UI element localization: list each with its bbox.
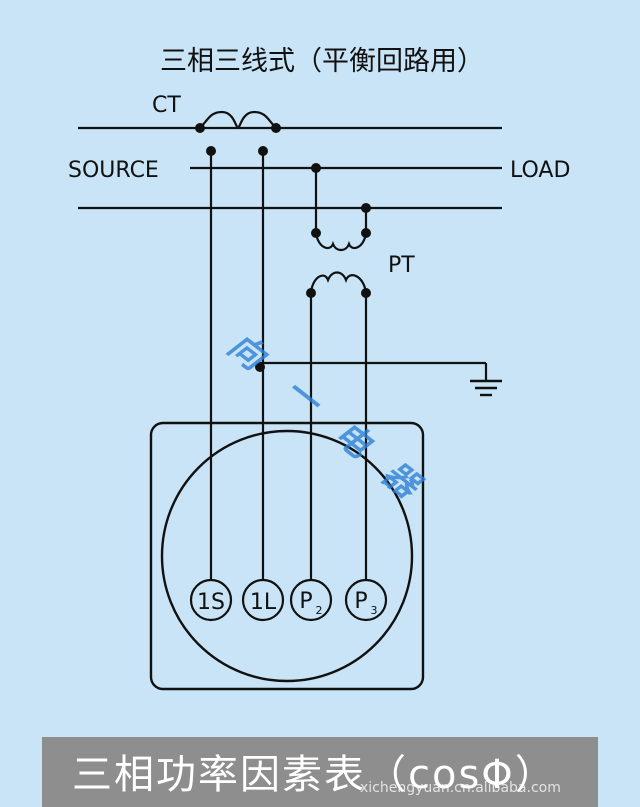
terminal-1s: 1S: [189, 578, 233, 622]
caption-bar: [42, 737, 598, 807]
terminal-p3-subscript: 3: [371, 604, 378, 617]
meter-housing: [149, 421, 425, 691]
terminal-1l: 1L: [241, 578, 285, 622]
diagram-title: 三相三线式（平衡回路用）: [160, 46, 484, 77]
ground-icon: [470, 379, 502, 397]
meter-dial: [160, 429, 414, 683]
caption: 三相功率因素表（cosΦ）: [72, 752, 557, 798]
source-label: SOURCE: [68, 158, 159, 183]
terminal-p2: P 2: [289, 578, 333, 622]
pt-label: PT: [388, 253, 415, 278]
terminal-1s-label: 1S: [197, 590, 225, 615]
ct-label: CT: [152, 93, 181, 118]
bottom-watermark: xichengyuan.cn.alibaba.com: [360, 780, 561, 796]
terminal-p3-label: P: [354, 589, 367, 614]
watermark-char-4: 器: [374, 454, 429, 509]
pt-primary-coil: [314, 232, 368, 252]
watermark-char-1: 向: [220, 326, 275, 381]
load-label: LOAD: [510, 158, 570, 183]
ct-node-right: [271, 123, 281, 133]
watermark-char-3: 电: [326, 414, 380, 468]
terminal-p2-label: P: [299, 589, 312, 614]
watermark-char-2: 一: [276, 370, 331, 425]
terminal-1l-label: 1L: [250, 590, 277, 615]
terminal-p2-subscript: 2: [316, 604, 323, 617]
pt-secondary-coil: [309, 271, 368, 294]
ground-node: [255, 362, 265, 372]
terminal-p3: P 3: [344, 578, 388, 622]
ct-coil: [199, 110, 277, 130]
ct-node-left: [195, 123, 205, 133]
watermark: 向 一 电 器: [220, 326, 429, 509]
